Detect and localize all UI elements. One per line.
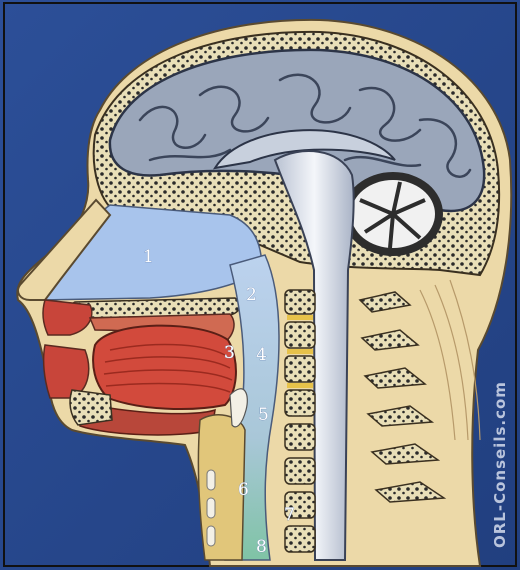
label-1: 1 [143, 247, 154, 267]
label-5: 5 [258, 405, 269, 425]
tracheal-rings [207, 470, 215, 546]
watermark: ORL-Conseils.com [491, 381, 509, 548]
label-6: 6 [238, 480, 249, 500]
label-8: 8 [256, 537, 267, 557]
label-2: 2 [246, 285, 257, 305]
cerebellum [343, 172, 443, 256]
label-3: 3 [224, 343, 235, 363]
lower-lip [44, 345, 89, 398]
label-7: 7 [284, 505, 295, 525]
label-4: 4 [256, 345, 267, 365]
mandible [70, 390, 112, 425]
tongue [93, 326, 236, 409]
